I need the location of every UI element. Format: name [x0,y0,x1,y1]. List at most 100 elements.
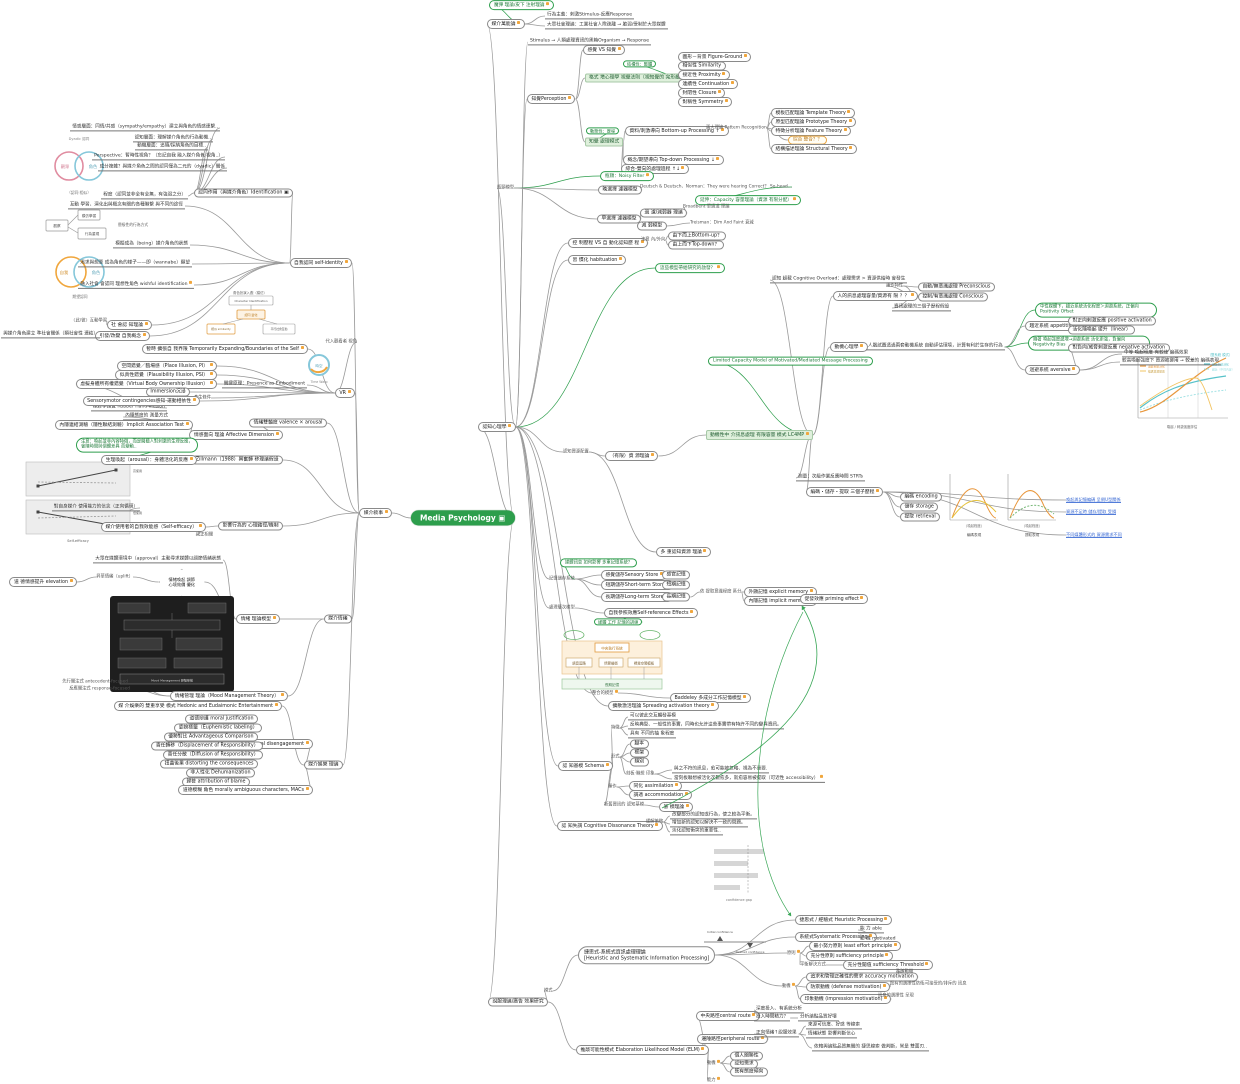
mindmap-node-root[interactable]: Media Psychology ▣ [411,510,515,526]
mindmap-node-t_deutsch[interactable]: Deutsch & Deutsch、Norman：They were heari… [640,184,792,190]
mindmap-node-t_treis[interactable]: Treisman：Dim And Faint 衰減 [690,220,754,226]
mindmap-node-g_arnote[interactable]: 注意：喚起並非內容特徵，而是閱聽人對刺激的生理反應，會隨時間與個體差異 而變動.… [76,437,198,453]
mindmap-node-ltm[interactable]: 長期記憶 [662,592,691,602]
mindmap-node-tpe0[interactable]: 正向情緒↑說服效果 [754,1030,799,1038]
mindmap-node-lbl_proc[interactable]: 運作特性 [886,283,904,289]
mindmap-node-tgoal[interactable]: 動機層面：追隨/採納角色的目標.. [135,143,208,151]
mindmap-node-strth[interactable]: 結構描述理論 Structural Theory [771,144,857,154]
mindmap-node-t_broad[interactable]: Broadbent·單通道 理論 [683,204,730,210]
mindmap-node-diam[interactable]: 情緒喚起 調節 心境效價 優化 [158,568,205,596]
mindmap-node-t_imp[interactable]: 訊息的選擇性 呈現 [878,993,914,999]
mindmap-node-bothway[interactable]: 綜合-雙向的處理過程 ↑↓ [621,164,689,174]
mindmap-node-stm[interactable]: 短期記憶 [662,580,691,590]
mindmap-node-impr[interactable]: 印象動機 (impression motivation) [800,994,892,1004]
mindmap-node-lbl_io[interactable]: 注意 內/外向 [641,237,666,243]
mindmap-node-ctrlauto[interactable]: 控 制歷程 VS 自 動化認知歷 程 [568,238,649,248]
mindmap-node-tce2[interactable]: 投入時間精力？ [754,1014,791,1022]
mindmap-node-batt[interactable]: 既有態度傾向 [730,1067,768,1077]
mindmap-node-ge2[interactable]: 相似性 Similarity [678,61,726,71]
mindmap-node-ts1[interactable]: 與之不符的訊息，愈可能被忽略、視為不重要. [672,766,770,774]
mindmap-node-multires[interactable]: 多 重認知資源 理論 [656,547,711,557]
mindmap-node-prim[interactable]: 促發效應 priming effect [800,594,868,604]
mindmap-node-bcat[interactable]: 類別 [630,757,649,767]
mindmap-node-t_integ[interactable]: 整合的模型 [592,689,618,696]
mindmap-node-early[interactable]: 早選擇 濾器模型 [597,214,642,224]
mindmap-node-g_capa[interactable]: 延伸：Capacity 容量理論（資源 有限分配） [695,195,802,205]
mindmap-node-tdyad[interactable]: 成分複雜？與媒介角色之間的認同僅為二元的（dyadic）關係 [97,164,227,172]
mindmap-node-t_strt[interactable]: 測量：次級作業反應時間 STRTs [796,474,866,482]
mindmap-node-sensevs[interactable]: 感覺 VS 知覺 [583,45,626,55]
mindmap-node-t_over[interactable]: 認知 超載 Cognitive Overload：處理需求 > 資源供給時 會發… [770,276,908,284]
mindmap-node-t_able[interactable]: 能 力 able [858,926,884,934]
mindmap-node-subproc[interactable]: 編碼・儲存・提取 三個子歷程 [806,487,884,497]
mindmap-node-rubber[interactable]: 橡膠手錯覺 Rubber Hand Illusion [90,404,167,412]
mindmap-node-wanneng[interactable]: 媒介萬能論 [487,19,525,29]
mindmap-node-t_behav[interactable]: 行為主義：刺激Stimulus-反應Response [545,12,635,20]
mindmap-node-accom[interactable]: 調適 accommodation [629,790,693,800]
mindmap-node-t_lop[interactable]: 處理層次模型 [549,605,575,611]
mindmap-node-lbl_ret[interactable]: 依 提取意識程度 區分 [700,589,742,595]
mindmap-node-centr[interactable]: 中央路徑central route [696,1011,760,1021]
mindmap-node-md1[interactable]: 道德辯護 moral justification [185,714,258,724]
mindmap-node-selfeff[interactable]: 媒介使用者的自我效能感（Self-efficacy） [101,522,206,532]
mindmap-node-pos2[interactable]: 活化隨喚起 緩升（linear） [1068,325,1136,335]
mindmap-node-schema[interactable]: 認 知基模 Schema [558,761,614,771]
mindmap-node-bt1[interactable]: 喚起與記憶編碼 呈倒U型關係 [1066,496,1121,504]
mindmap-node-vr[interactable]: VR [334,388,355,398]
mindmap-node-enter[interactable]: 媒介娛樂 理論 [303,760,343,770]
mindmap-node-md6[interactable]: 扭曲後果 distorting the consequences [160,759,258,769]
mindmap-node-affdim[interactable]: 情感面向 理論 Affective Dimension [189,430,283,440]
mindmap-node-t_pcorr[interactable]: 成正相關 [195,532,213,538]
mindmap-node-mn[interactable]: 媒介敘事 [359,508,392,518]
mindmap-node-tinter[interactable]: 互動 學習、演化出與概念有關的各種聯繫 與不同的途徑 [67,202,185,210]
mindmap-node-t_implm[interactable]: 內隱態度的 測量方式 [123,413,170,421]
mindmap-node-taff[interactable]: 情感層面：同情/共感（sympathy/empathy）建立與角色的情感連繫.. [70,124,220,132]
mindmap-node-lbl_form[interactable]: 形式 [611,754,620,760]
mindmap-node-elm[interactable]: 推敲可能性模式 Elaboration Likelihood Model (EL… [576,1045,709,1055]
mindmap-node-pmode[interactable]: 知覺 處理模式 [585,137,624,147]
mindmap-node-ident[interactable]: 認同作用（與媒介角色）Identification ▣ [193,188,293,198]
mindmap-node-tf2[interactable]: 反映典型、一般性的事實，同時也允許這些事實帶有特許不同的變異資訊。 [628,722,784,730]
mindmap-node-memo[interactable]: 媒介情緒 [323,614,352,624]
mindmap-node-sens[interactable]: 感覺儲存Sensory Store [601,570,668,580]
mindmap-node-late[interactable]: 晚選擇 濾器模型 [598,185,643,195]
mindmap-node-tag_struct[interactable]: 結構性：整體 [623,60,657,68]
mindmap-node-lbl_prin[interactable]: 原則 [787,949,801,956]
mindmap-node-g_lcfull[interactable]: Limited Capacity Model of Motivated/Medi… [708,356,873,366]
mindmap-node-defen[interactable]: 防禦動機 (defense motivation) [806,982,891,992]
mindmap-node-t_def1[interactable]: 既有的選擇性防衛 [890,981,925,987]
mindmap-node-md4[interactable]: 責任轉移（Displacement of Responsibility） [151,741,263,751]
mindmap-node-t_effl[interactable]: 對自身媒介 使用能力的信念（正向循環） [51,504,140,512]
mindmap-node-t_accu[interactable]: 準確動機 [896,969,914,975]
mindmap-node-modan[interactable]: 魔彈 理論/皮下 注射理論 [489,0,554,10]
mindmap-node-t_3proc[interactable]: 資訊處理的三個子歷程假設 [892,304,952,312]
mindmap-node-motivpsy[interactable]: 動機心理學 [830,342,868,352]
mindmap-node-filt[interactable]: 過 濾/減弱器 理論 [640,208,688,218]
mindmap-node-least[interactable]: 最小努力原則 least effort principle [809,941,902,951]
mindmap-node-t_rae[interactable]: 關鍵原理：Presence as Embodiment [221,381,307,389]
mindmap-node-tseek[interactable]: 大眾在媒體環境中（approval）主動尋求媒體以調節情緒狀態 [93,556,223,564]
mindmap-node-hsm[interactable]: 捷思式-系統式資訊處理理論 [Heuristic and Systematic … [578,946,716,964]
mindmap-node-md5[interactable]: 責任分散（Diffusion of Responsibility） [163,750,263,760]
mindmap-node-mmt[interactable]: 情緒管理 理論（Mood Management Theory） [170,691,288,701]
mindmap-node-expand[interactable]: 暫時 擴張自 我界限 Temporarily Expanding/Boundar… [141,344,308,354]
mindmap-node-tpe3[interactable]: 依賴與論點品質無關的 捷思線索 做判斷，常是 雙面刃.. [812,1044,929,1052]
mindmap-node-tce3[interactable]: 分析論點品質好壞 [798,1014,839,1022]
mindmap-node-tf3[interactable]: 具有 不同的抽 象程度 [628,731,677,739]
mindmap-node-t_newold[interactable]: 新舊資訊的 認知基模 [604,802,645,808]
mindmap-node-limcap[interactable]: 人的訊息處理容量/資源有 限 ？？ [833,291,919,301]
mindmap-node-lbl_feat[interactable]: 特徵 [611,725,620,731]
mindmap-node-lbl_model[interactable]: 模式 [544,988,553,994]
mindmap-node-td2[interactable]: 由上而下Top-down？ [668,240,724,250]
mindmap-node-t_def2[interactable]: 可接受的/排斥的 訊息 [925,981,967,987]
mindmap-node-consc[interactable]: 控制/有意識處理 Conscious [918,292,988,302]
mindmap-node-elev[interactable]: 道 德情感提升 elevation [9,577,77,587]
mindmap-node-heur[interactable]: 捷思式 / 經驗式 Heuristic Processing [795,915,892,925]
mindmap-node-avers[interactable]: 迴避系統 aversive [1025,365,1080,375]
mindmap-node-tce1[interactable]: 深度投入、有系統分析 [754,1006,804,1014]
mindmap-node-bt3[interactable]: 不同媒體形式的 資源需求不同 [1066,531,1122,539]
mindmap-node-macs[interactable]: 道德模糊 角色 morally ambiguous characters, MA… [178,785,313,795]
mindmap-node-feat[interactable]: 特徵分析理論 Feature Theory [771,126,852,136]
mindmap-node-percep[interactable]: 知覺Perception [527,94,576,104]
mindmap-node-sensori[interactable]: Sensorymotor contingencies感知-運動相依性 [82,396,200,406]
